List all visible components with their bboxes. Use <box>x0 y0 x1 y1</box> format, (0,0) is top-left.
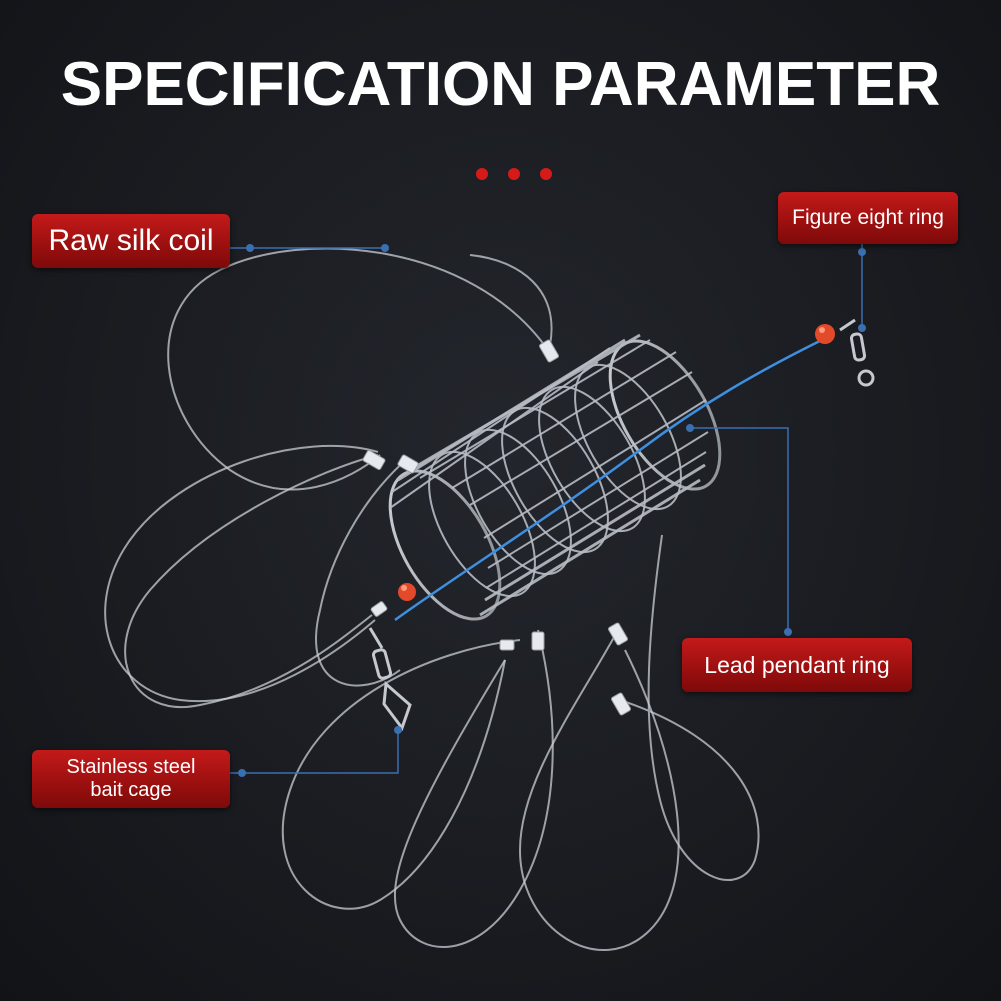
red-dot <box>540 168 552 180</box>
label-raw-silk-coil: Raw silk coil <box>32 214 230 268</box>
label-lead-pendant-ring-text: Lead pendant ring <box>704 651 890 678</box>
label-figure-eight-ring-text: Figure eight ring <box>792 206 944 229</box>
label-lead-pendant-ring: Lead pendant ring <box>682 638 912 692</box>
label-stainless-steel-bait-cage: Stainless steel bait cage <box>32 750 230 808</box>
label-raw-silk-coil-text: Raw silk coil <box>48 224 214 257</box>
label-figure-eight-ring: Figure eight ring <box>778 192 958 244</box>
red-dot <box>476 168 488 180</box>
label-bait-cage-line2: bait cage <box>90 779 172 801</box>
red-dots-icon <box>472 168 552 182</box>
label-bait-cage-line1: Stainless steel <box>66 756 196 778</box>
page-title: SPECIFICATION PARAMETER <box>60 50 941 119</box>
red-dot <box>508 168 520 180</box>
